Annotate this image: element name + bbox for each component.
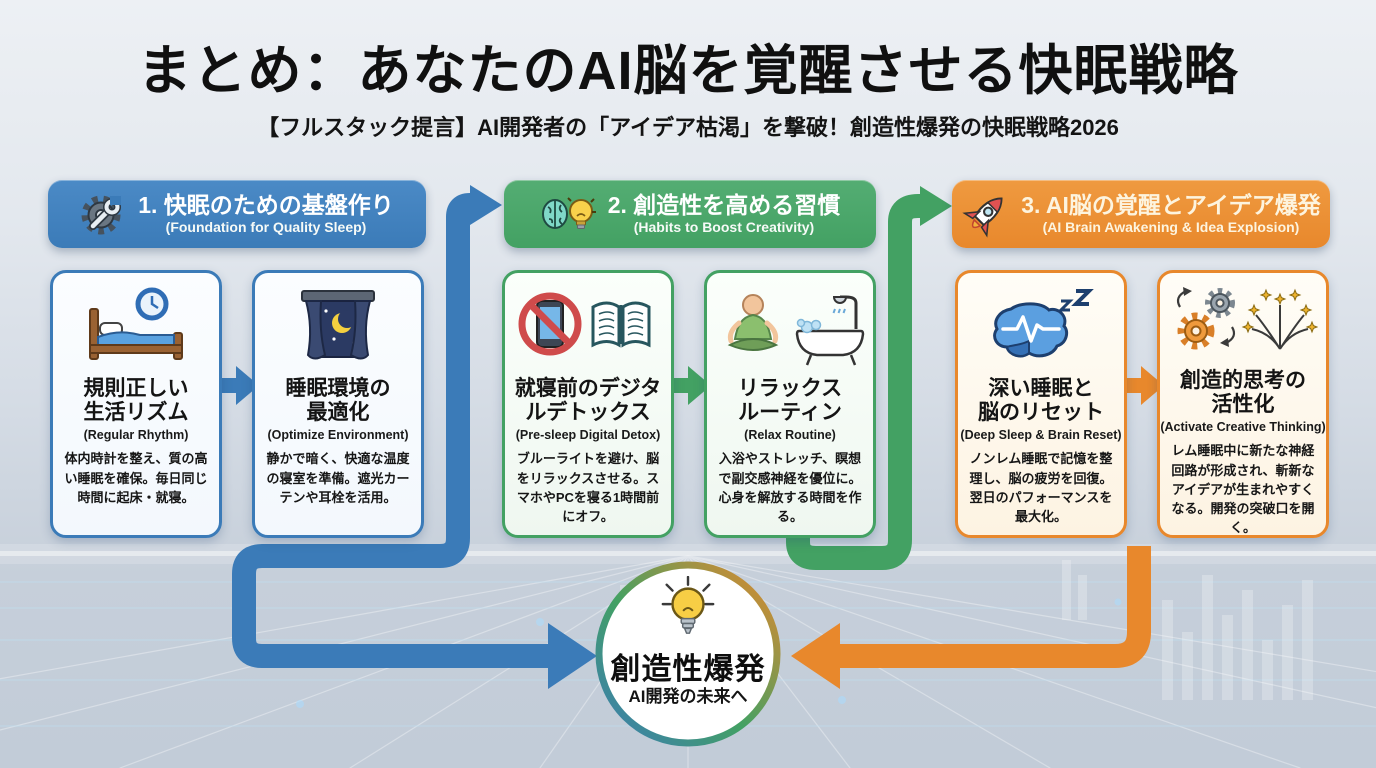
bed-clock-icon — [78, 273, 194, 375]
page-subtitle: 【フルスタック提言】AI開発者の「アイデア枯渇」を撃破！創造性爆発の快眠戦略20… — [257, 115, 1119, 140]
goal-subtitle: AI開発の未来へ — [628, 687, 748, 706]
card-title: リラックスルーティン — [737, 377, 843, 425]
card-relax-routine: リラックスルーティン (Relax Routine) 入浴やストレッチ、瞑想で副… — [704, 270, 876, 538]
card-subtitle-en: (Activate Creative Thinking) — [1160, 420, 1326, 435]
goal-title: 創造性爆発 — [610, 653, 766, 686]
card-deep-sleep-brain-reset: 深い睡眠と脳のリセット (Deep Sleep & Brain Reset) ノ… — [955, 270, 1127, 538]
card-optimize-environment: 睡眠環境の最適化 (Optimize Environment) 静かで暗く、快適… — [252, 270, 424, 538]
card-title: 就寝前のデジタルデトックス — [514, 377, 662, 425]
rocket-icon — [961, 189, 1011, 239]
card-subtitle-en: (Optimize Environment) — [267, 428, 409, 443]
lightbulb-icon — [657, 576, 719, 640]
card-body: 静かで暗く、快適な温度の寝室を準備。遮光カーテンや耳栓を活用。 — [266, 451, 410, 505]
section3-title: 3. AI脳の覚醒とアイデア爆発 — [1021, 192, 1321, 219]
arrowhead-to-section3 — [920, 186, 952, 226]
card-title: 深い睡眠と脳のリセット — [978, 377, 1104, 425]
card-subtitle-en: (Deep Sleep & Brain Reset) — [960, 428, 1122, 443]
card-subtitle-en: (Regular Rhythm) — [83, 428, 189, 443]
card-body: 入浴やストレッチ、瞑想で副交感神経を優位に。心身を解放する時間を作る。 — [718, 451, 862, 524]
arrowhead-orange-to-goal — [791, 623, 840, 689]
card-digital-detox: 就寝前のデジタルデトックス (Pre-sleep Digital Detox) … — [502, 270, 674, 538]
card-body: ブルーライトを避け、脳をリラックスさせる。スマホやPCを寝る1時間前にオフ。 — [516, 451, 660, 524]
section2-title: 2. 創造性を高める習慣 — [607, 192, 841, 219]
sleeping-brain-icon — [981, 273, 1101, 375]
brain-bulb-icon — [540, 191, 598, 237]
meditation-bath-icon — [715, 273, 865, 375]
goal-ring — [595, 561, 781, 747]
gears-fireworks-icon — [1168, 273, 1318, 367]
card-subtitle-en: (Pre-sleep Digital Detox) — [515, 428, 661, 443]
gear-wrench-icon — [80, 190, 128, 238]
section1-subtitle-en: (Foundation for Quality Sleep) — [165, 218, 367, 235]
arrowhead-to-section2 — [470, 185, 502, 225]
arrowhead-blue-to-goal — [548, 623, 597, 689]
card-subtitle-en: (Relax Routine) — [744, 428, 836, 443]
section3-header: 3. AI脳の覚醒とアイデア爆発 (AI Brain Awakening & I… — [952, 180, 1330, 248]
card-body: ノンレム睡眠で記憶を整理し、脳の疲労を回復。翌日のパフォーマンスを最大化。 — [969, 451, 1113, 524]
section2-header: 2. 創造性を高める習慣 (Habits to Boost Creativity… — [504, 180, 876, 248]
section2-subtitle-en: (Habits to Boost Creativity) — [633, 218, 815, 235]
page-title: まとめ：あなたのAI脳を覚醒させる快眠戦略 — [137, 41, 1239, 101]
card-body: レム睡眠中に新たな神経回路が形成され、斬新なアイデアが生まれやすくなる。開発の突… — [1171, 443, 1315, 536]
card-title: 規則正しい生活リズム — [83, 377, 189, 425]
goal-circle: 創造性爆発 AI開発の未来へ — [594, 560, 782, 748]
section1-title: 1. 快眠のための基盤作り — [138, 192, 394, 219]
card-title: 創造的思考の活性化 — [1180, 369, 1306, 417]
card-body: 体内時計を整え、質の高い睡眠を確保。毎日同じ時間に起床・就寝。 — [64, 451, 208, 505]
section3-subtitle-en: (AI Brain Awakening & Idea Explosion) — [1042, 218, 1300, 235]
card-activate-creative-thinking: 創造的思考の活性化 (Activate Creative Thinking) レ… — [1157, 270, 1329, 538]
card-regular-rhythm: 規則正しい生活リズム (Regular Rhythm) 体内時計を整え、質の高い… — [50, 270, 222, 538]
card-title: 睡眠環境の最適化 — [285, 377, 391, 425]
no-phone-book-icon — [513, 273, 663, 375]
section1-header: 1. 快眠のための基盤作り (Foundation for Quality Sl… — [48, 180, 426, 248]
arrow-section3-flow — [836, 546, 1151, 668]
night-window-icon — [282, 273, 394, 375]
